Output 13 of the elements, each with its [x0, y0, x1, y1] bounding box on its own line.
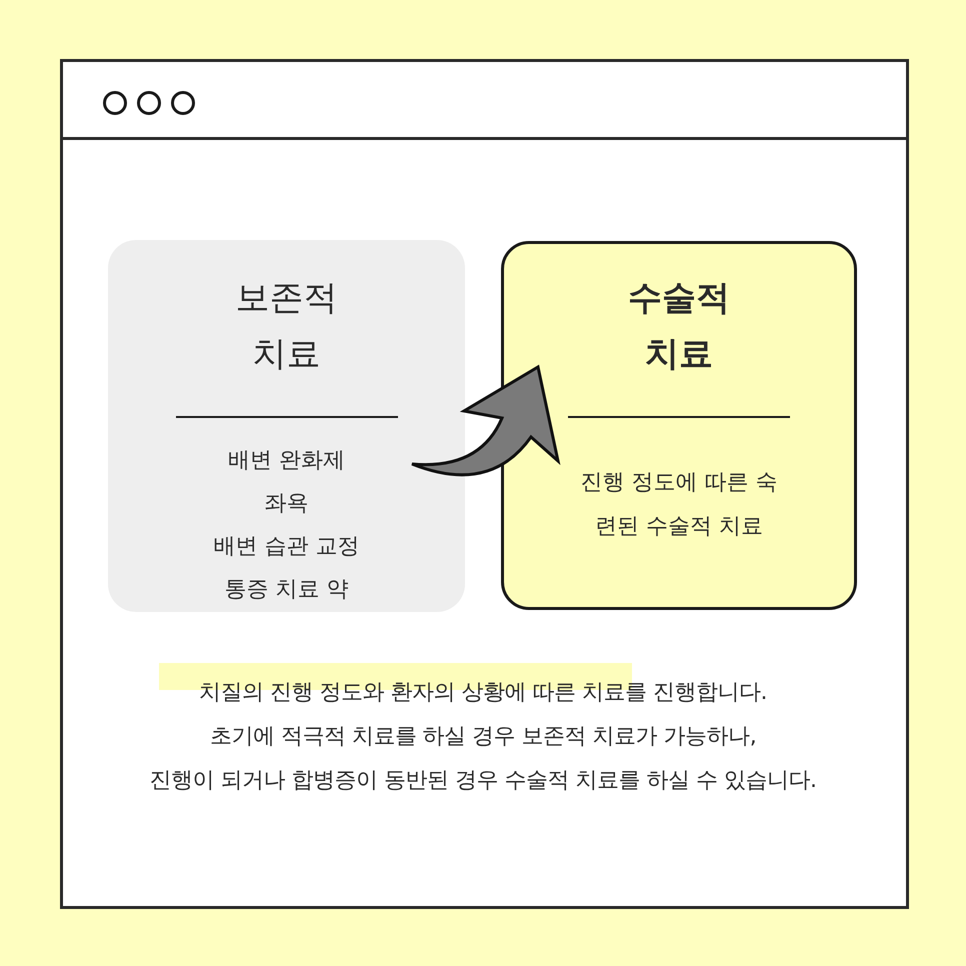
- treatment-card: [108, 240, 465, 612]
- card-title: 보존적 치료: [234, 277, 338, 376]
- list-item: 배변 완화제: [227, 447, 346, 475]
- card-title: 수술적 치료: [627, 277, 731, 376]
- description-text: 초기에 적극적 치료를 하실 경우 보존적 치료가 가능하나,: [208, 723, 758, 751]
- list-item: 좌욕: [264, 490, 310, 518]
- list-item: 통증 치료 약: [224, 576, 350, 604]
- list-item: 배변 습관 교정: [212, 533, 360, 561]
- card-text: 진행 정도에 따른 숙련된 수술적 치료: [580, 469, 778, 541]
- description-text: 진행이 되거나 합병증이 동반된 경우 수술적 치료를 하실 수 있습니다.: [148, 767, 818, 795]
- curved-arrow: [410, 366, 560, 476]
- treatment-card: [501, 241, 857, 610]
- description-text: 치질의 진행 정도와 환자의 상황에 따른 치료를 진행합니다.: [198, 679, 768, 707]
